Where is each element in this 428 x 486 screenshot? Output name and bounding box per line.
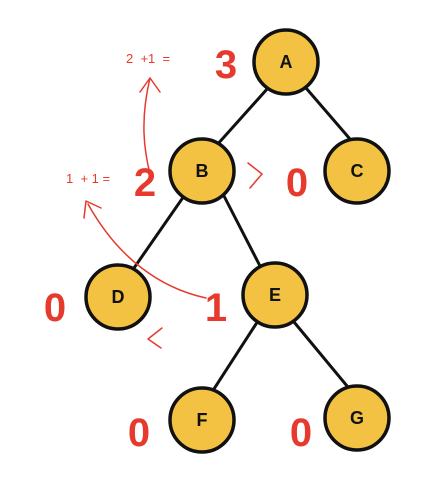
- edge-b-e: [222, 194, 262, 268]
- node-f-circle: [168, 386, 236, 454]
- node-c-label: C: [351, 161, 364, 181]
- annotations: [83, 77, 263, 349]
- formula-b: 1 + 1 =: [66, 171, 110, 186]
- height-label-a: 3: [215, 43, 237, 87]
- node-d: D: [84, 263, 152, 331]
- formula-a: 2 +1 =: [126, 51, 170, 66]
- tree-edges: [132, 86, 358, 394]
- node-c-circle: [323, 137, 391, 205]
- curved-arrow-e-to-b-formula: [87, 203, 207, 299]
- height-label-c: 0: [286, 161, 308, 205]
- node-g: G: [323, 384, 391, 452]
- greater-than-marker-b-vs-c: [247, 162, 263, 189]
- node-a: A: [252, 28, 320, 96]
- edge-a-c: [304, 86, 358, 148]
- edge-b-d: [132, 194, 186, 270]
- node-f: F: [168, 386, 236, 454]
- node-g-circle: [323, 384, 391, 452]
- height-label-d: 0: [44, 286, 66, 330]
- node-d-circle: [84, 263, 152, 331]
- edge-e-f: [210, 322, 258, 394]
- edge-e-g: [292, 320, 354, 394]
- edge-a-b: [214, 86, 270, 148]
- node-c: C: [323, 137, 391, 205]
- curved-arrow-b-to-a-formula: [143, 77, 151, 175]
- less-than-marker-d-vs-e: [147, 327, 163, 349]
- height-label-g: 0: [290, 411, 312, 455]
- arrowhead-b-to-a-formula: [139, 77, 161, 93]
- arrowhead-e-to-b-formula: [83, 200, 102, 219]
- height-label-b: 2: [134, 161, 156, 205]
- height-label-e: 1: [205, 286, 227, 330]
- node-e-circle: [241, 261, 309, 329]
- node-a-circle: [252, 28, 320, 96]
- node-b: B: [168, 137, 236, 205]
- node-g-label: G: [350, 408, 364, 428]
- node-f-label: F: [197, 410, 208, 430]
- node-b-label: B: [196, 161, 209, 181]
- node-b-circle: [168, 137, 236, 205]
- node-a-label: A: [280, 52, 293, 72]
- node-d-label: D: [112, 287, 125, 307]
- height-label-f: 0: [128, 411, 150, 455]
- node-e: E: [241, 261, 309, 329]
- node-e-label: E: [269, 285, 281, 305]
